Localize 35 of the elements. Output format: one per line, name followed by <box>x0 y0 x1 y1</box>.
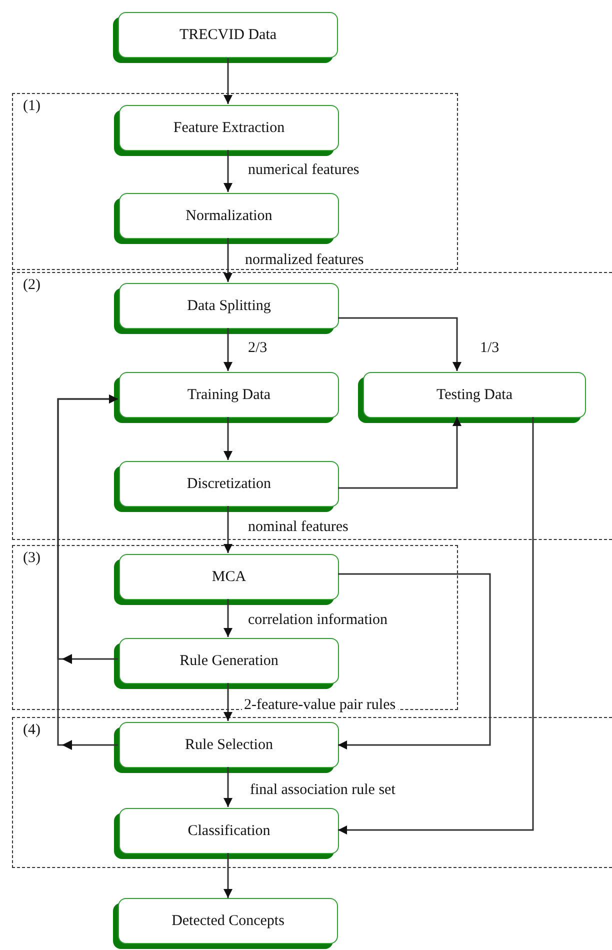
arrow <box>224 853 232 898</box>
stage-number: (1) <box>23 98 40 115</box>
arrow <box>224 599 232 637</box>
arrow <box>224 328 232 371</box>
stage-number: (2) <box>23 277 40 294</box>
arrow <box>224 417 232 460</box>
box-label: Detected Concepts <box>172 912 284 930</box>
edge-label: 2-feature-value pair rules <box>242 697 398 713</box>
arrow <box>224 58 232 104</box>
box-label: MCA <box>212 568 246 586</box>
arrow <box>224 238 232 282</box>
arrow <box>338 317 462 371</box>
box-label: Classification <box>188 822 270 840</box>
box-label: Training Data <box>187 386 271 404</box>
box-label: TRECVID Data <box>179 26 277 44</box>
arrow <box>338 417 534 834</box>
arrow <box>224 150 232 192</box>
stage-region <box>12 717 612 868</box>
box-label: Rule Selection <box>185 736 273 754</box>
stage-number: (4) <box>23 722 40 739</box>
stage-number: (3) <box>23 550 40 567</box>
arrow <box>57 394 118 746</box>
arrow <box>224 683 232 721</box>
arrow <box>224 767 232 807</box>
box-label: Data Splitting <box>187 298 271 314</box>
arrow <box>338 417 462 489</box>
stage-region <box>12 93 458 270</box>
stage-region <box>12 272 612 540</box>
box-label: Testing Data <box>436 386 512 404</box>
arrow <box>338 573 491 750</box>
box-label: Normalization <box>186 208 272 224</box>
box-label: Feature Extraction <box>173 120 285 136</box>
box-label: Rule Generation <box>180 652 278 670</box>
box-label: Discretization <box>186 476 272 492</box>
arrow <box>224 506 232 553</box>
